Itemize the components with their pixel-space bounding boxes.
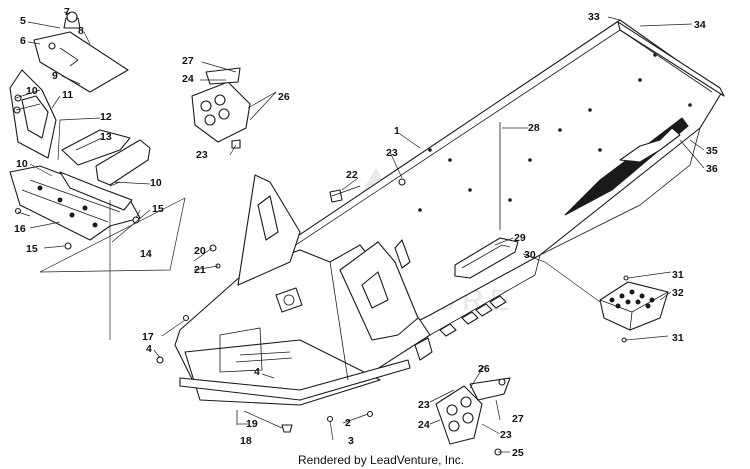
callout-28: 28 [528,122,540,134]
callout-20: 20 [194,245,206,257]
callout-16: 16 [14,223,26,235]
callout-11: 11 [62,89,73,101]
callout-6: 6 [20,35,26,47]
callout-24a: 24 [182,73,194,85]
lower-bracket-24 [435,377,511,445]
callout-10b: 10 [16,158,28,170]
callout-12: 12 [100,111,112,123]
fasteners [156,122,629,456]
callout-23a: 23 [196,149,208,161]
callout-23d: 23 [500,429,512,441]
callout-4b: 4 [254,366,260,378]
callout-17: 17 [142,331,154,343]
bulkhead-frame [174,174,431,406]
leader-lines [15,11,705,453]
callout-32: 32 [672,287,684,299]
left-brackets [9,11,151,250]
callout-4a: 4 [146,343,152,355]
callout-10c: 10 [150,177,162,189]
callout-31a: 31 [672,269,684,281]
callout-19: 19 [246,418,258,430]
render-credit: Rendered by LeadVenture, Inc. [298,453,464,467]
callout-13: 13 [100,131,112,143]
callout-21: 21 [194,264,206,276]
callout-7: 7 [64,6,70,18]
callout-29: 29 [514,232,526,244]
callout-14: 14 [140,248,152,260]
callout-15a: 15 [152,203,164,215]
callout-31b: 31 [672,332,684,344]
callout-27b: 27 [512,413,524,425]
callout-22: 22 [346,169,358,181]
callout-23c: 23 [418,399,430,411]
callout-27a: 27 [182,55,194,67]
callout-2: 2 [345,417,351,429]
callout-26a: 26 [278,91,290,103]
callout-9: 9 [52,70,58,82]
callout-10a: 10 [26,85,38,97]
callout-5: 5 [20,15,26,27]
callout-15b: 15 [26,243,38,255]
callout-1: 1 [394,125,400,137]
rear-bracket-32 [599,281,669,331]
callout-35: 35 [706,145,718,157]
callout-23b: 23 [386,147,398,159]
callout-24b: 24 [418,419,430,431]
callout-34: 34 [694,19,706,31]
callout-33: 33 [588,11,600,23]
callout-36: 36 [706,163,718,175]
callout-labels: 1 2 3 4 4 5 6 7 8 9 10 10 10 11 12 13 14… [14,6,718,459]
callout-30: 30 [524,249,536,261]
callout-18: 18 [240,435,252,447]
callout-8: 8 [78,25,84,37]
callout-3: 3 [348,435,354,447]
callout-26b: 26 [478,363,490,375]
callout-25: 25 [512,447,524,459]
